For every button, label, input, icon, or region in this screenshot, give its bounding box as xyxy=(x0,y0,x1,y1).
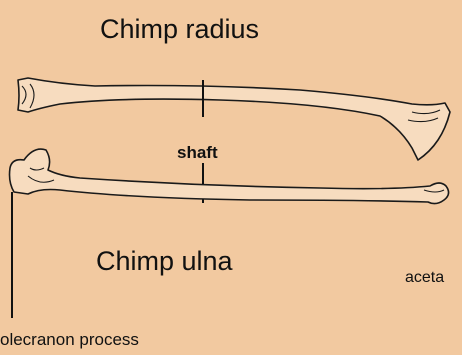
ulna-bone xyxy=(10,149,449,203)
acetabulum-partial-label: aceta xyxy=(405,269,444,286)
ulna-title: Chimp ulna xyxy=(96,246,234,276)
shaft-label: shaft xyxy=(177,143,218,162)
olecranon-label: olecranon process xyxy=(0,330,139,349)
radius-bone xyxy=(18,78,450,160)
radius-title: Chimp radius xyxy=(100,14,259,44)
